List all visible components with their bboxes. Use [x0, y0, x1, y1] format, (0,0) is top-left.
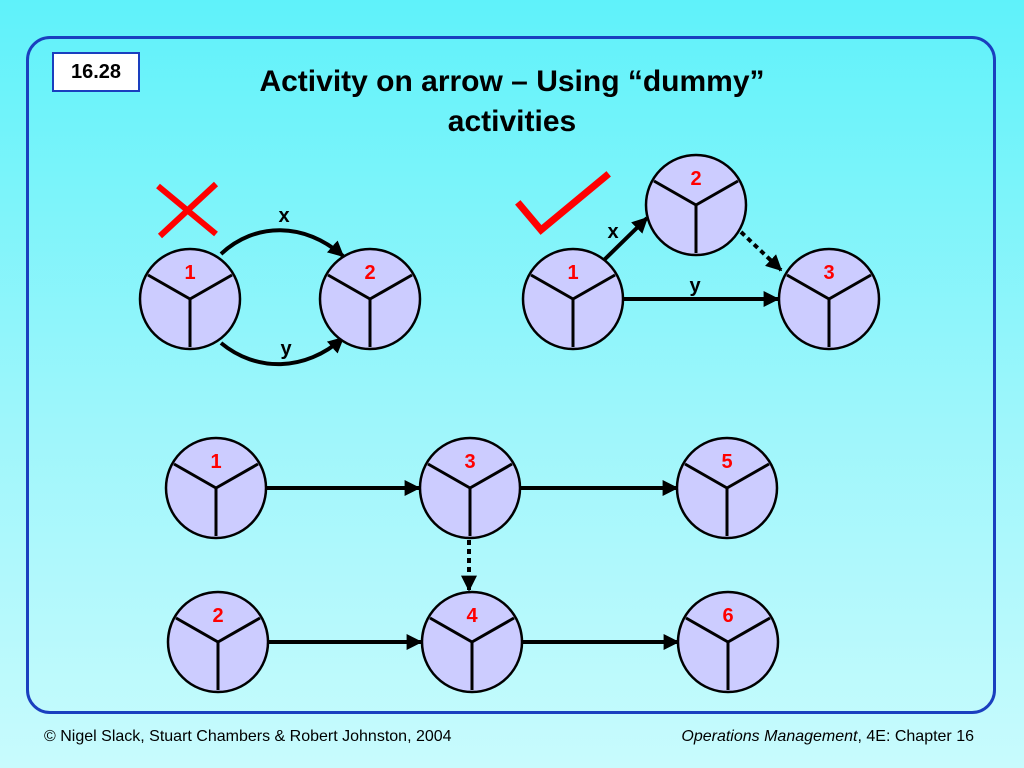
event-node-3: 3 — [777, 247, 881, 351]
slide-frame — [26, 36, 996, 714]
wrong-network: x y 1 2 — [138, 181, 422, 367]
edge-y-1-2 — [219, 336, 345, 367]
edge-label-x: x — [278, 205, 289, 227]
edge-x-1-2 — [600, 216, 649, 264]
edge-label-y: y — [280, 338, 292, 360]
footer-book-title: Operations Management — [681, 728, 858, 745]
node-label: 2 — [212, 605, 223, 627]
event-node-1: 1 — [521, 247, 625, 351]
slide-number: 16.28 — [70, 60, 122, 83]
edge-label-x: x — [607, 221, 618, 243]
slide-number-box: 16.28 — [52, 52, 140, 92]
cross-mark-icon — [156, 181, 219, 239]
edge-label-y: y — [689, 275, 701, 297]
event-node-2: 2 — [166, 590, 270, 694]
node-label: 3 — [464, 451, 475, 473]
event-node-2: 2 — [644, 153, 748, 257]
footer-chapter: Operations Management, 4E: Chapter 16 — [681, 728, 974, 746]
node-label: 2 — [364, 262, 375, 284]
node-label: 5 — [721, 451, 732, 473]
event-node-1: 1 — [138, 247, 242, 351]
node-label: 4 — [466, 605, 478, 627]
correct-network: x y 1 2 3 — [515, 153, 881, 351]
footer-edition: , 4E: Chapter 16 — [857, 728, 974, 745]
node-label: 2 — [690, 168, 701, 190]
slide-title-line-2: activities — [447, 105, 577, 138]
node-label: 1 — [184, 262, 195, 284]
node-label: 6 — [722, 605, 733, 627]
event-node-6: 6 — [676, 590, 780, 694]
slide-title-line-1: Activity on arrow – Using “dummy” — [259, 65, 765, 98]
event-node-4: 4 — [420, 590, 524, 694]
footer-copyright: © Nigel Slack, Stuart Chambers & Robert … — [44, 728, 452, 745]
node-label: 3 — [823, 262, 834, 284]
dummy-edge-2-3 — [739, 230, 783, 272]
lower-network: 1 3 5 2 4 — [164, 436, 780, 694]
event-node-3: 3 — [418, 436, 522, 540]
edge-x-1-2 — [219, 228, 345, 258]
slide-title: Activity on arrow – Using “dummy” activi… — [180, 62, 844, 142]
check-mark-icon — [515, 171, 611, 235]
event-node-2: 2 — [318, 247, 422, 351]
event-node-1: 1 — [164, 436, 268, 540]
node-label: 1 — [567, 262, 578, 284]
event-node-5: 5 — [675, 436, 779, 540]
node-label: 1 — [210, 451, 221, 473]
